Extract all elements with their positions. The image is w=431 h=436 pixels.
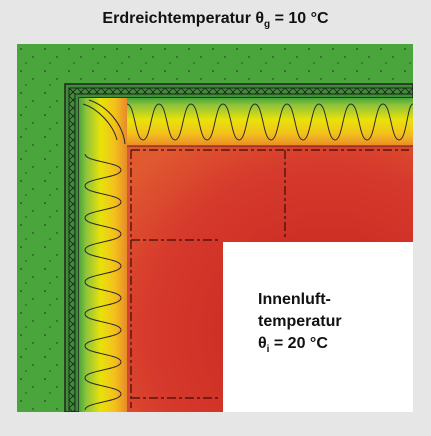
inner-label-line3: θi = 20 °C: [258, 333, 378, 361]
title-value: = 10 °C: [270, 10, 329, 27]
masonry-wall: [127, 146, 413, 412]
title-subscript: g: [264, 19, 271, 31]
title-prefix: Erdreichtemperatur: [102, 10, 256, 27]
hatch-vertical: [69, 88, 75, 412]
ground-temperature-title: Erdreichtemperatur θg = 10 °C: [0, 10, 431, 30]
inner-subscript: i: [266, 344, 270, 356]
inner-value: = 20 °C: [269, 335, 328, 352]
theta-i-symbol: θ: [258, 335, 267, 352]
inner-label-line1: Innenluft-: [258, 291, 331, 308]
hatch-horizontal: [69, 88, 413, 94]
indoor-air-temperature-label: Innenluft- temperatur θi = 20 °C: [258, 289, 378, 361]
wall-cross-section: [17, 44, 413, 412]
mortar-joints: [130, 149, 409, 408]
theta-symbol: θ: [255, 10, 265, 27]
interior-room: [223, 242, 413, 412]
inner-label-line2: temperatur: [258, 313, 342, 330]
protective-layer: [64, 83, 413, 412]
insulation-loops: [82, 99, 413, 411]
